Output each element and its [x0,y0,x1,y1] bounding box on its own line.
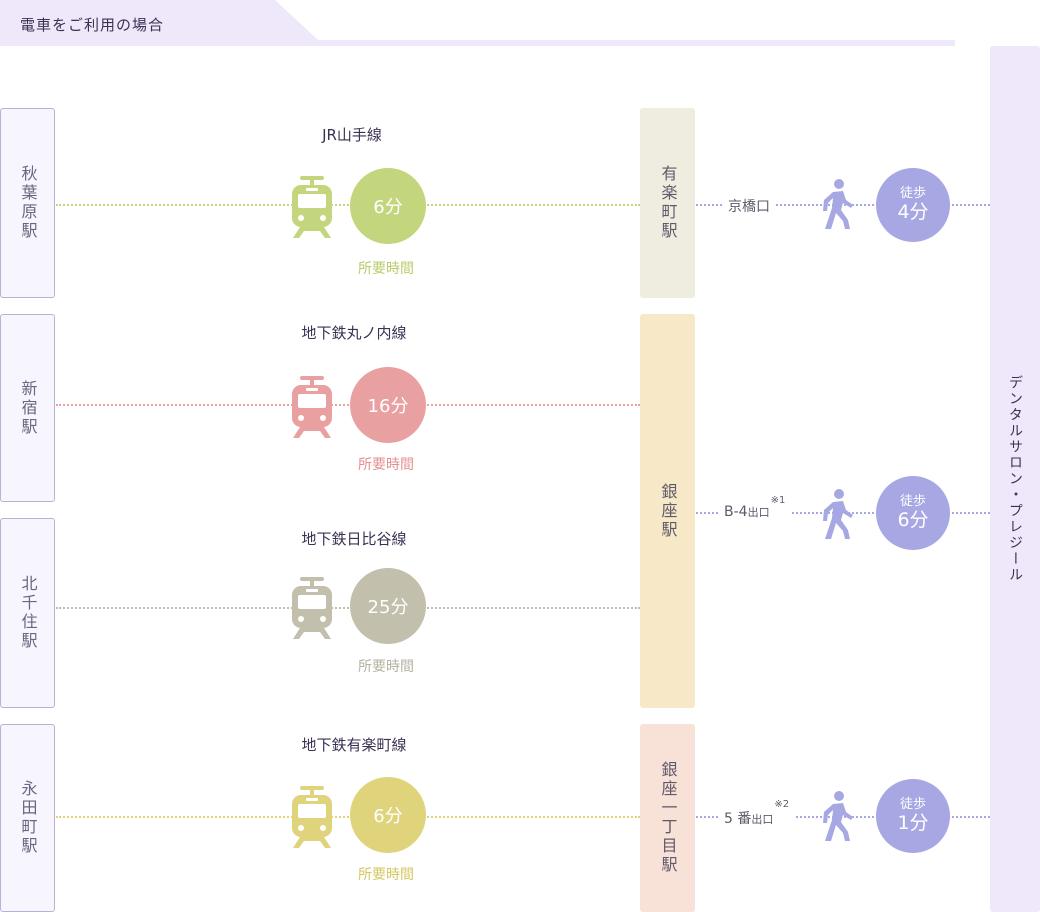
line-name: 地下鉄日比谷線 [301,530,407,548]
line-name: JR山手線 [322,126,382,144]
required-time-label: 所要時間 [358,659,414,675]
line-name: 地下鉄丸ノ内線 [301,324,407,342]
exit-note: ※1 [770,495,786,506]
origin-akihabara: 秋葉原駅 [0,108,55,298]
required-time-label: 所要時間 [358,867,414,883]
origin-label: 永田町駅 [18,780,38,856]
walk-line-1 [696,204,990,206]
time-circle: 16分 [350,367,426,443]
walk-time: 4分 [897,200,929,223]
route-line-1 [56,204,640,206]
required-time-label: 所要時間 [358,261,414,277]
exit-label: B-4出口※1 [718,495,792,520]
time-circle: 6分 [350,777,426,853]
walking-person-icon [823,791,853,841]
required-time-label: 所要時間 [358,457,414,473]
time-circle: 6分 [350,168,426,244]
walking-person-icon [823,179,853,229]
exit-name: B-4 [724,504,748,520]
destination-bar: デンタルサロン・プレジール [990,46,1040,912]
walk-prefix: 徒歩 [899,493,926,509]
origin-label: 北千住駅 [18,575,38,651]
walk-prefix: 徒歩 [899,796,926,812]
destination-label: デンタルサロン・プレジール [1007,375,1023,583]
origin-kitasenju: 北千住駅 [0,518,55,708]
walking-person-icon [823,489,853,539]
origin-label: 秋葉原駅 [18,165,38,241]
walk-time-circle: 徒歩 6分 [876,476,950,550]
station-ginza: 銀座駅 [640,314,695,708]
header-tab: 電車をご利用の場合 [0,0,960,46]
page-title: 電車をご利用の場合 [20,16,165,34]
station-ginza-itchome: 銀座一丁目駅 [640,724,695,912]
walk-time: 1分 [897,811,929,834]
walk-prefix: 徒歩 [899,185,926,201]
exit-label: 京橋口 [722,196,776,216]
route-line-3 [56,607,640,609]
train-icon [292,376,332,438]
exit-name: 京橋口 [728,199,770,215]
train-icon [292,786,332,848]
line-name: 地下鉄有楽町線 [301,736,407,754]
exit-word: 出口 [747,506,770,519]
origin-nagatacho: 永田町駅 [0,724,55,912]
exit-name: 5 番 [724,811,752,827]
exit-note: ※2 [774,799,790,810]
origin-shinjuku: 新宿駅 [0,314,55,502]
walk-time-circle: 徒歩 1分 [876,779,950,853]
walk-time-circle: 徒歩 4分 [876,168,950,242]
train-icon [292,577,332,639]
walk-line-3 [696,816,990,818]
exit-word: 出口 [751,813,774,826]
train-icon [292,176,332,238]
station-label: 銀座一丁目駅 [658,761,678,875]
walk-time: 6分 [897,508,929,531]
origin-label: 新宿駅 [18,379,38,437]
route-line-2 [56,404,640,406]
time-circle: 25分 [350,568,426,644]
exit-label: 5 番出口※2 [718,799,796,828]
station-yurakucho: 有楽町駅 [640,108,695,298]
station-label: 銀座駅 [658,482,678,540]
station-label: 有楽町駅 [658,165,678,241]
route-line-4 [56,816,640,818]
